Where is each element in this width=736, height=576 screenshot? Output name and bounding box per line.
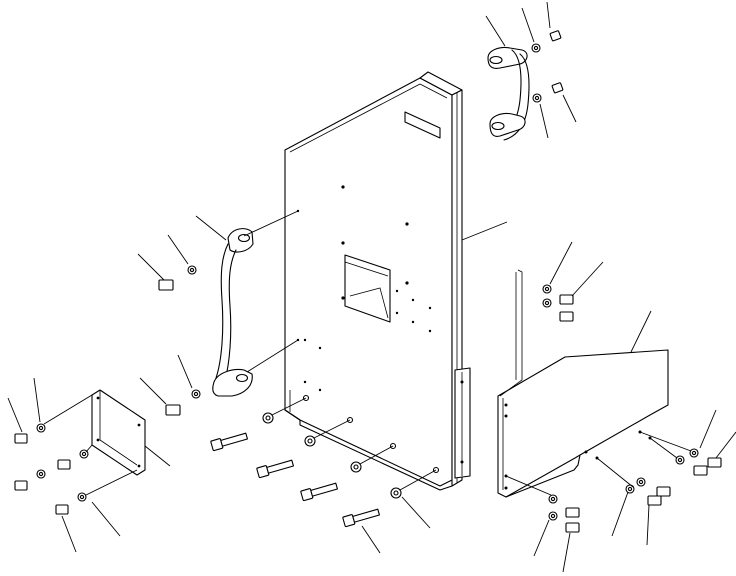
leaders-cover: [7, 377, 171, 553]
leaders-left: [137, 215, 227, 405]
panel-window: [344, 254, 391, 323]
left-handle-fasteners: [158, 265, 201, 416]
side-panel: [284, 71, 471, 491]
cover-plate-fasteners: [14, 423, 89, 515]
panel-top-slot: [404, 111, 441, 139]
leaders-right: [505, 241, 736, 573]
cover-plate: [91, 389, 146, 476]
leader-panel: [461, 221, 508, 241]
top-right-handle: [487, 46, 530, 141]
right-bracket-fasteners: [542, 284, 722, 533]
leaders-top: [485, 1, 577, 139]
bottom-bolts: [210, 412, 402, 528]
left-handle: [212, 228, 254, 397]
top-right-fasteners: [531, 30, 564, 103]
panel-side-strip: [454, 367, 471, 479]
leaders-bottom: [271, 397, 437, 554]
right-bracket: [497, 269, 669, 498]
